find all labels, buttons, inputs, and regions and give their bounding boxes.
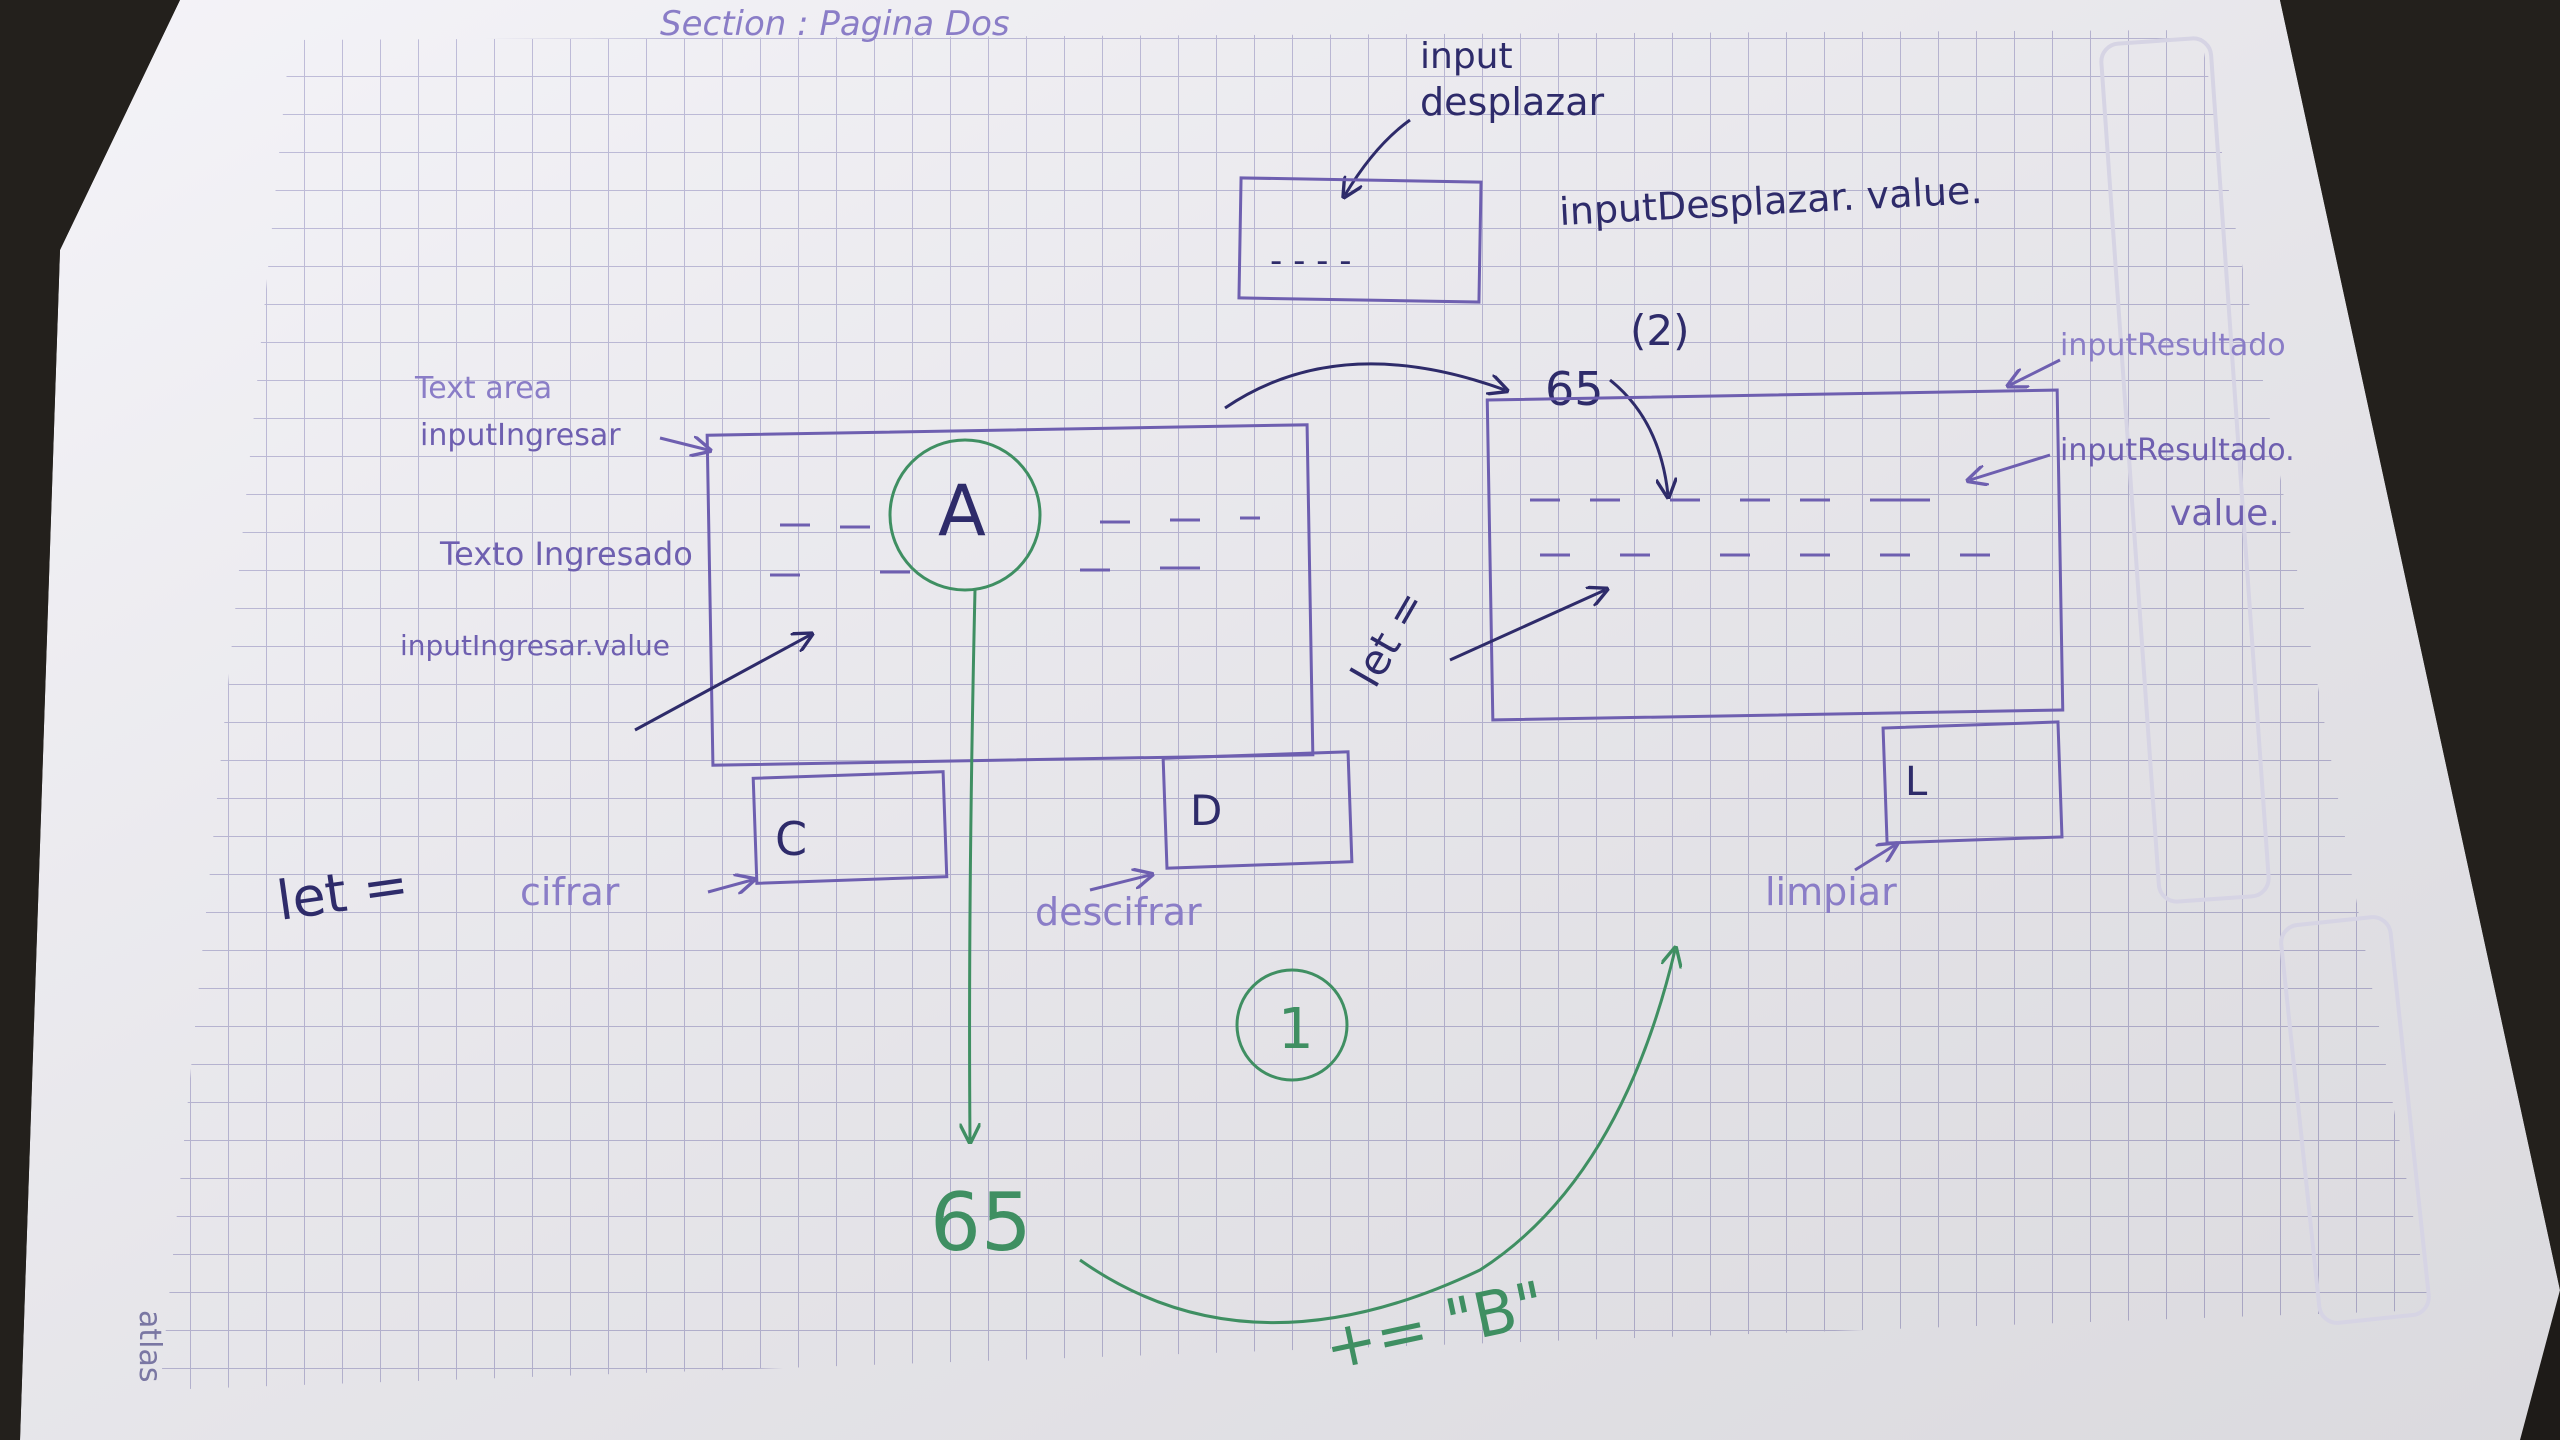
textarea-ingresar-box[interactable] xyxy=(705,423,1315,767)
margin-tab-bottom xyxy=(2279,915,2431,1325)
arrow-to-result xyxy=(1224,362,1505,410)
textarea-resultado-label: inputResultado xyxy=(2060,328,2286,363)
textarea-resultado-value-2: value. xyxy=(2170,493,2280,534)
input-desplazar-title-1: input xyxy=(1420,36,1513,77)
descifrar-button-letter: D xyxy=(1190,786,1222,835)
margin-note: atlas xyxy=(132,1310,167,1383)
cifrar-button-label: cifrar xyxy=(520,870,620,914)
textarea-ingresar-dashes-1 xyxy=(780,516,1260,529)
arrow-a-down xyxy=(970,589,975,1140)
textarea-resultado-value-1: inputResultado. xyxy=(2060,433,2295,468)
arrow-cifrar xyxy=(707,880,752,892)
paper-shading xyxy=(20,0,2560,1440)
step-one: 1 xyxy=(1278,997,1314,1062)
margin-tab-top xyxy=(2099,36,2271,904)
descifrar-button-label: descifrar xyxy=(1035,890,1202,934)
photo-edge-right xyxy=(2280,0,2560,1290)
descifrar-button[interactable] xyxy=(1161,750,1354,870)
result-step: (2) xyxy=(1630,306,1690,355)
textarea-ingresar-value-label: inputIngresar.value xyxy=(400,629,670,662)
limpiar-button-label: limpiar xyxy=(1765,870,1897,914)
arrow-to-limpiar xyxy=(1079,950,1675,1324)
arrow-desplazar xyxy=(1345,118,1411,195)
step-one-circle xyxy=(1235,968,1349,1082)
textarea-ingresar-dashes-2 xyxy=(770,566,1200,577)
photo-edge-left xyxy=(0,0,180,1440)
arrow-descifrar xyxy=(1089,875,1150,892)
input-desplazar-placeholder: - - - - xyxy=(1270,241,1352,281)
arrow-limpiar xyxy=(1854,845,1895,872)
textarea-resultado-box[interactable] xyxy=(1485,388,2065,722)
arrow-resultado-value xyxy=(1970,453,2051,480)
arrow-ingresar-value xyxy=(634,635,810,732)
arrow-number-down xyxy=(1609,378,1668,495)
section-label: Section : Pagina Dos xyxy=(660,4,1010,44)
limpiar-button-letter: L xyxy=(1905,759,1928,805)
limpiar-button[interactable] xyxy=(1881,720,2064,845)
result-number: 65 xyxy=(1545,362,1604,416)
number-bottom: 65 xyxy=(930,1176,1032,1269)
cifrar-button[interactable] xyxy=(751,770,949,885)
textarea-ingresar-label-2: inputIngresar xyxy=(420,418,621,453)
letter-a-circle xyxy=(888,438,1042,592)
input-desplazar-box[interactable] xyxy=(1237,176,1483,304)
arrow-resultado-label xyxy=(2010,358,2061,385)
letter-a: A xyxy=(938,470,986,552)
arrow-ingresar-label xyxy=(659,438,708,450)
input-desplazar-title-2: desplazar xyxy=(1420,80,1604,124)
cifrar-button-letter: C xyxy=(775,812,807,866)
arrow-let-right xyxy=(1449,590,1605,662)
textarea-ingresar-label-1: Text area xyxy=(414,371,552,406)
textarea-ingresar-text-label: Texto Ingresado xyxy=(439,535,693,573)
